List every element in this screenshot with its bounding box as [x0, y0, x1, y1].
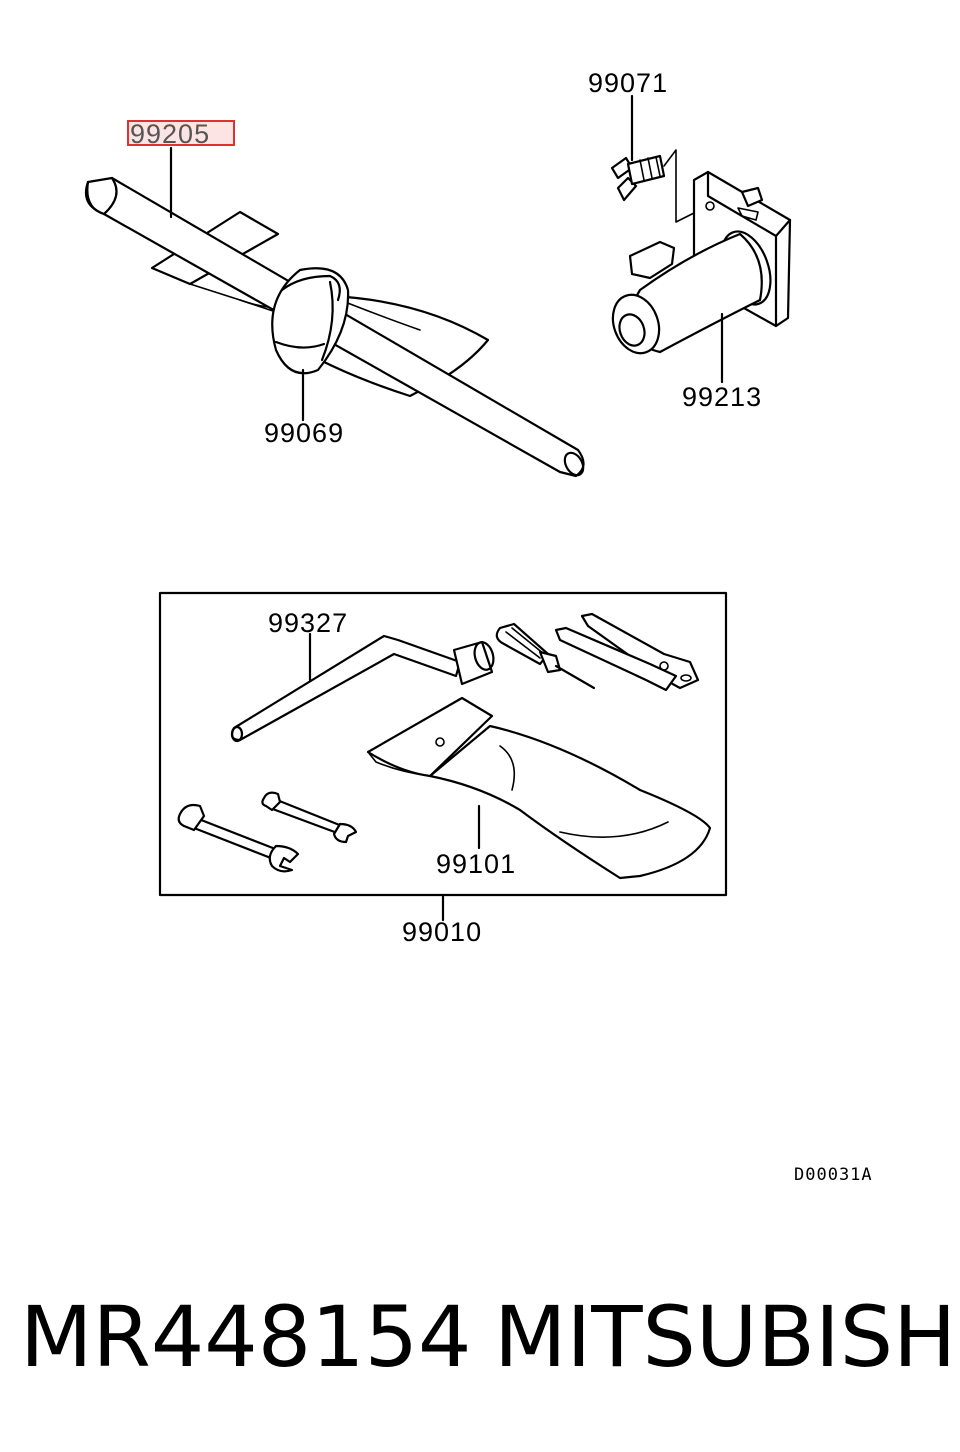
- label-99069[interactable]: 99069: [264, 418, 344, 448]
- tool-bag: [366, 696, 712, 880]
- label-99205[interactable]: 99205: [130, 119, 210, 149]
- screwdriver: [495, 622, 596, 690]
- label-99071[interactable]: 99071: [588, 68, 668, 98]
- label-99327[interactable]: 99327: [268, 608, 348, 638]
- spanner-large: [177, 803, 300, 873]
- label-99213[interactable]: 99213: [682, 382, 762, 412]
- jack-handle-assembly: [84, 146, 585, 478]
- caption-part-number: MR448154: [20, 1288, 472, 1386]
- jack-assembly: [610, 94, 792, 384]
- spanner-small: [261, 791, 358, 844]
- diagram-code: D00031A: [794, 1165, 873, 1185]
- pliers: [554, 612, 700, 692]
- caption-brand: MITSUBISHI: [494, 1288, 960, 1386]
- label-99101[interactable]: 99101: [436, 849, 516, 879]
- label-99010[interactable]: 99010: [402, 917, 482, 947]
- highlight-box: [127, 120, 235, 146]
- wheel-wrench: [230, 632, 495, 743]
